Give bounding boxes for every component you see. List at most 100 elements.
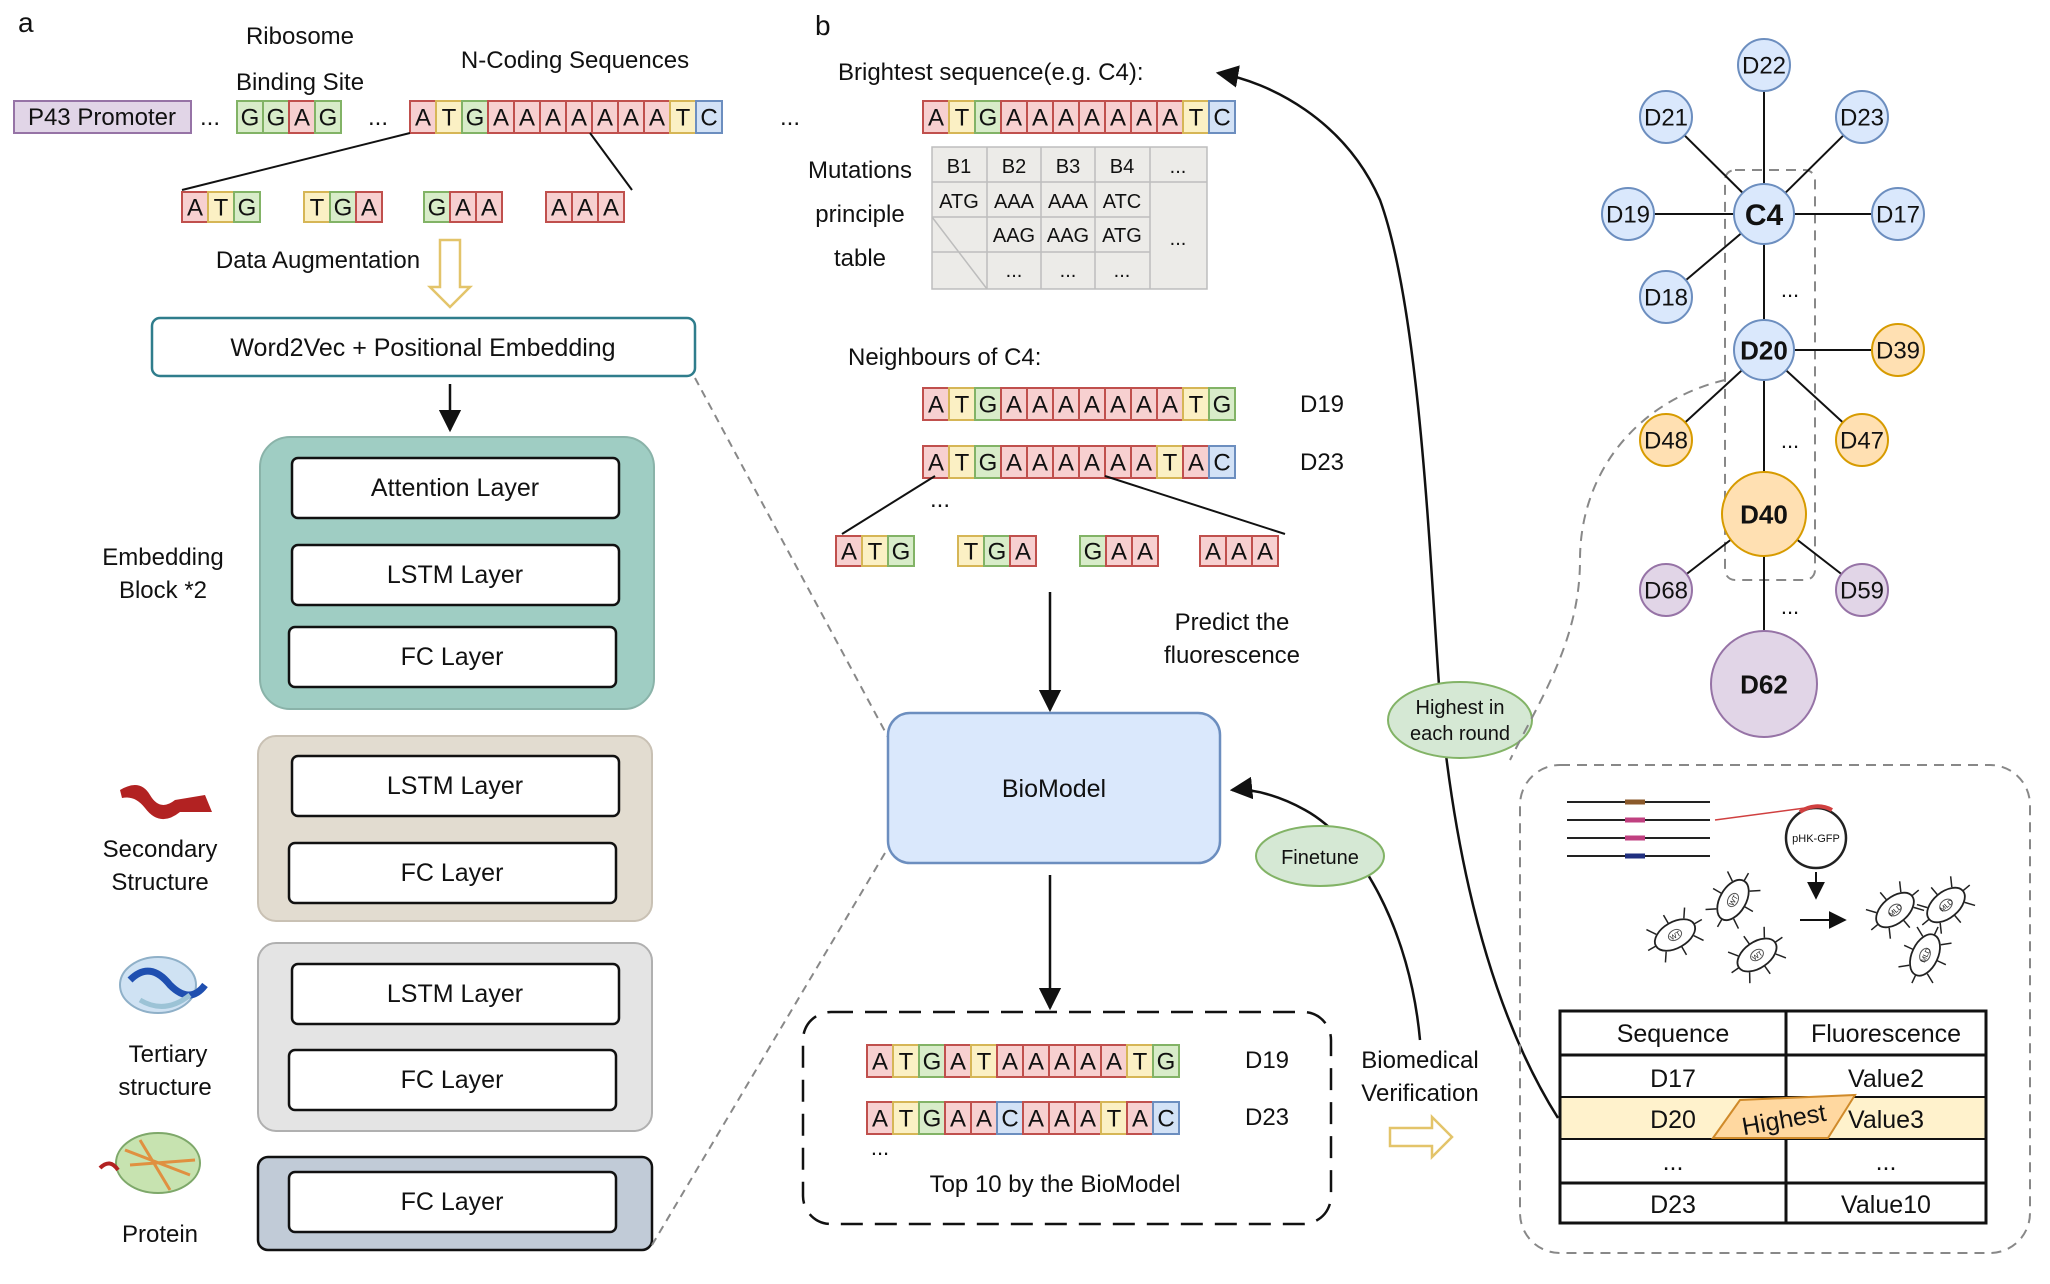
verification-line1: Biomedical <box>1361 1047 1478 1074</box>
sequence-id: D19 <box>1245 1047 1289 1074</box>
base-letter: A <box>1137 539 1153 566</box>
table-cell: AAG <box>1047 225 1089 247</box>
base-cell <box>922 100 950 134</box>
layer-label: FC Layer <box>401 1066 504 1094</box>
base-cell <box>1000 445 1028 479</box>
base-cell <box>1156 445 1184 479</box>
tertiary-label-line2: structure <box>118 1074 211 1101</box>
ellipsis: ... <box>780 104 800 131</box>
verification-line2: Verification <box>1361 1080 1478 1107</box>
base-cell <box>892 1044 920 1078</box>
graph-node-d59 <box>1835 563 1889 617</box>
protein-label: Protein <box>122 1221 198 1248</box>
base-letter: G <box>1213 392 1232 419</box>
base-letter: A <box>649 105 665 132</box>
base-cell <box>314 100 342 134</box>
base-cell <box>866 1044 894 1078</box>
table-header: B4 <box>1110 156 1134 178</box>
secondary-label-line1: Secondary <box>103 836 218 863</box>
verification-box <box>1519 764 2031 1254</box>
base-letter: A <box>1058 450 1074 477</box>
augmentation-label: Data Augmentation <box>216 247 420 274</box>
base-cell <box>1052 445 1080 479</box>
base-letter: A <box>1110 105 1126 132</box>
base-cell <box>1182 100 1210 134</box>
base-letter: A <box>872 1106 888 1133</box>
lstm-layer <box>290 962 621 1026</box>
base-letter: A <box>623 105 639 132</box>
base-cell <box>1130 387 1158 421</box>
base-cell <box>1052 387 1080 421</box>
base-cell <box>487 100 515 134</box>
base-letter: A <box>1015 539 1031 566</box>
base-cell <box>1152 1101 1180 1135</box>
graph-node-d21 <box>1639 90 1693 144</box>
base-letter: A <box>519 105 535 132</box>
base-letter: A <box>1006 450 1022 477</box>
split-line <box>841 475 936 535</box>
base-cell <box>513 100 541 134</box>
layer-label: FC Layer <box>401 643 504 671</box>
rbs-label-line1: Ribosome <box>246 23 354 50</box>
base-letter: A <box>1231 539 1247 566</box>
base-letter: A <box>1006 392 1022 419</box>
ellipsis: ... <box>930 486 950 513</box>
verification-arrow <box>1388 1113 1454 1161</box>
mutation-label-line3: table <box>834 245 886 272</box>
base-letter: T <box>214 195 229 222</box>
graph-node-d19 <box>1601 187 1655 241</box>
base-letter: A <box>493 105 509 132</box>
base-letter: A <box>294 105 310 132</box>
graph-node-label: D18 <box>1644 285 1688 312</box>
mld-cell-icon: MLD <box>1865 881 1925 939</box>
top10-caption: Top 10 by the BioModel <box>930 1171 1181 1198</box>
neighbours-label: Neighbours of C4: <box>848 344 1041 371</box>
base-letter: T <box>955 105 970 132</box>
base-cell <box>1078 387 1106 421</box>
base-letter: A <box>361 195 377 222</box>
graph-node-label: D62 <box>1740 669 1788 699</box>
base-cell <box>1126 1101 1154 1135</box>
base-cell <box>944 1101 972 1135</box>
mutation-label-line1: Mutations <box>808 157 912 184</box>
fc-layer <box>287 1048 618 1112</box>
base-letter: G <box>241 105 260 132</box>
base-letter: A <box>841 539 857 566</box>
base-letter: C <box>1213 450 1230 477</box>
base-letter: G <box>428 195 447 222</box>
base-cell <box>948 445 976 479</box>
table-cell: AAA <box>994 191 1035 213</box>
base-cell <box>1208 387 1236 421</box>
table-cell: D20 <box>1650 1106 1696 1134</box>
base-cell <box>571 191 599 223</box>
base-cell <box>1079 535 1107 567</box>
graph-node-d47 <box>1835 413 1889 467</box>
base-cell <box>861 535 889 567</box>
split-line <box>181 132 411 191</box>
svg-text:WT: WT <box>1729 894 1741 908</box>
split-line <box>589 132 633 191</box>
layer-label: LSTM Layer <box>387 772 523 800</box>
split-line <box>1104 475 1286 535</box>
plasmid-insert <box>1798 804 1833 814</box>
table-cell: ... <box>1060 260 1077 282</box>
fc-layer <box>287 1170 618 1234</box>
graph-node-d48 <box>1639 413 1693 467</box>
table-cell: AAA <box>1048 191 1089 213</box>
base-letter: G <box>979 105 998 132</box>
table-cell: ATG <box>1102 225 1142 247</box>
base-letter: C <box>1001 1106 1018 1133</box>
base-letter: G <box>466 105 485 132</box>
table-header: B1 <box>947 156 971 178</box>
ellipsis: ... <box>1781 428 1799 453</box>
base-letter: A <box>545 105 561 132</box>
base-cell <box>1131 535 1159 567</box>
base-letter: A <box>1058 392 1074 419</box>
protein-icon <box>98 1132 201 1194</box>
base-cell <box>1251 535 1279 567</box>
